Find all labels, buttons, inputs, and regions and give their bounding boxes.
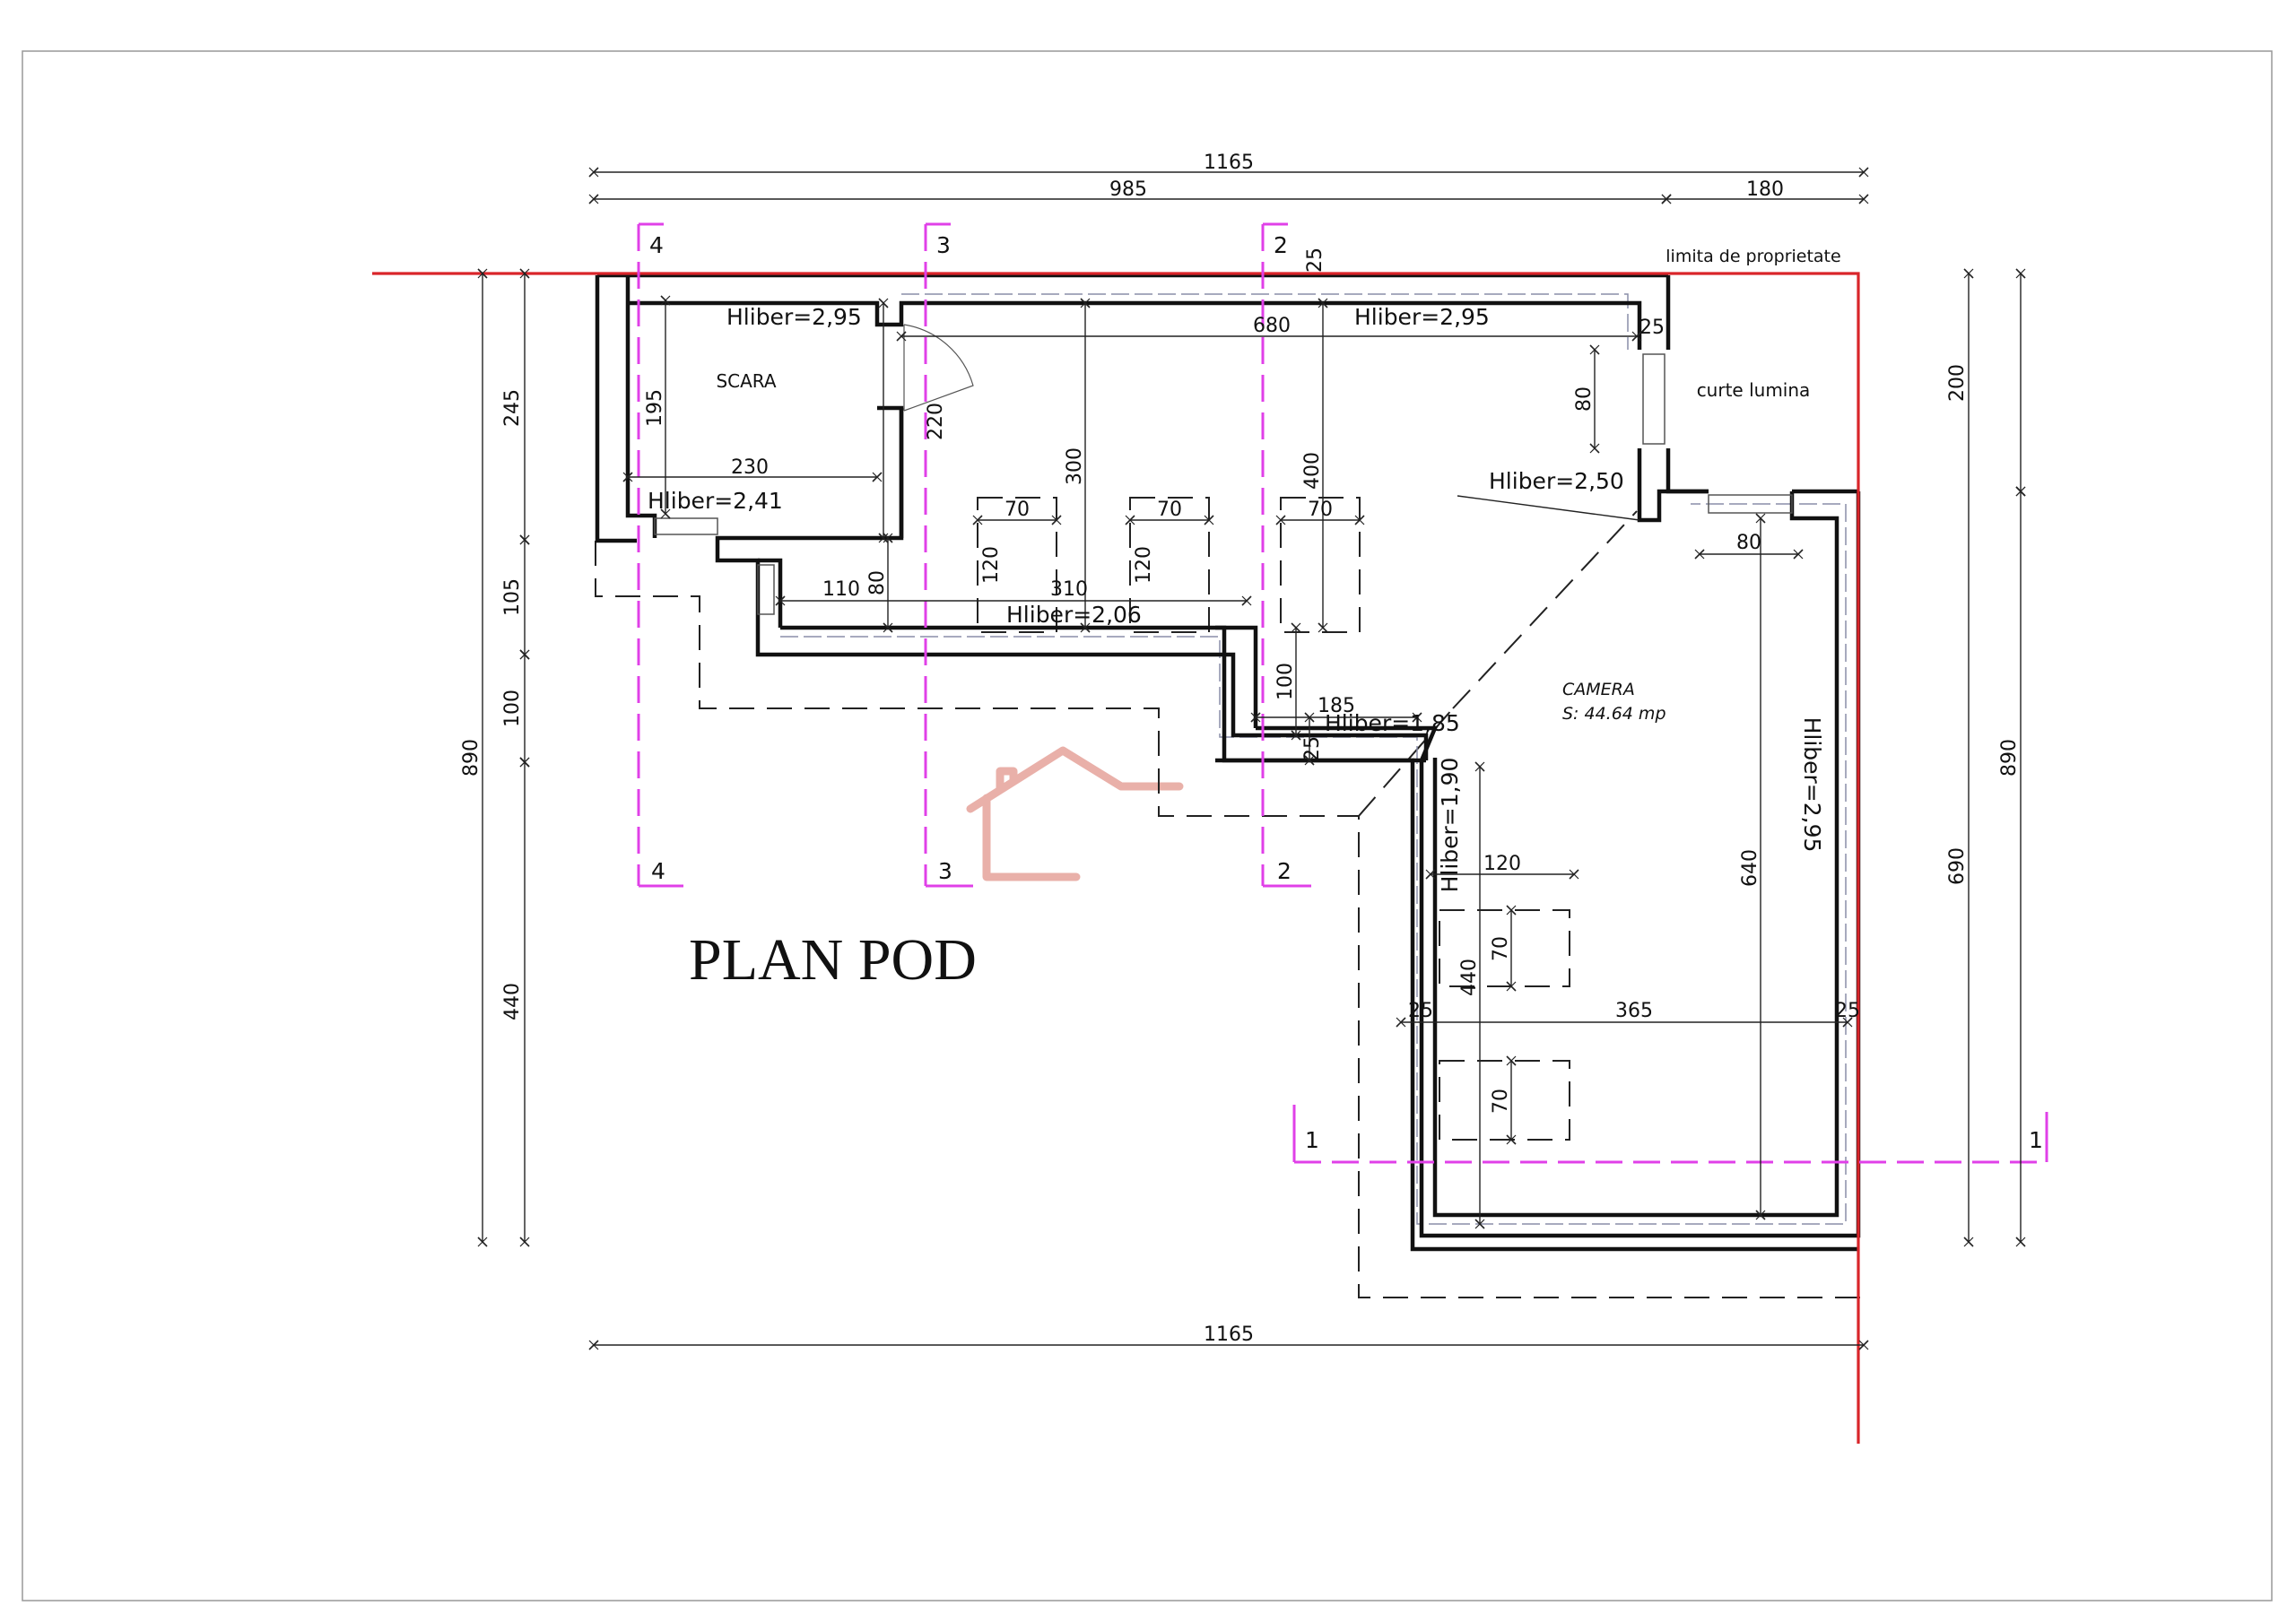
height-label: Hliber=1,90 (1437, 758, 1463, 893)
dim-inner: 640 (1739, 849, 1761, 887)
dim-inner: 70 (1308, 499, 1333, 521)
dim-left-b: 105 (501, 578, 524, 616)
dim-inner: 25 (1835, 1000, 1860, 1022)
section-marker: 2 (1277, 858, 1292, 884)
section-marker: 4 (649, 232, 664, 258)
dim-inner: 25 (1304, 247, 1326, 273)
dim-inner: 185 (1318, 695, 1355, 717)
property-limit-line (372, 272, 1860, 1444)
dim-top-b: 180 (1746, 178, 1784, 201)
dim-inner: 80 (1573, 386, 1596, 412)
dim-top-total: 1165 (1204, 152, 1254, 174)
dim-inner: 310 (1050, 578, 1088, 601)
drawing-title: PLAN POD (689, 927, 977, 993)
labels: 1165 985 180 1165 890 245 105 100 440 89… (460, 152, 2043, 1346)
dim-inner: 70 (1490, 1089, 1512, 1114)
room-lightwell-label: curte lumina (1697, 379, 1811, 401)
dim-inner: 110 (822, 578, 860, 601)
dim-bottom-total: 1165 (1204, 1324, 1254, 1346)
dim-inner: 400 (1301, 452, 1324, 490)
height-label: Hliber=2,41 (648, 488, 783, 514)
dim-right-b: 690 (1946, 847, 1969, 885)
dim-inner: 220 (925, 403, 947, 440)
height-label: Hliber=2,95 (726, 304, 862, 330)
height-label: Hliber=2,95 (1354, 304, 1490, 330)
dimension-lines (477, 167, 2026, 1350)
dim-inner: 70 (1157, 499, 1182, 521)
property-limit-label: limita de proprietate (1665, 247, 1840, 266)
room-stair-label: SCARA (716, 370, 776, 392)
section-marker: 3 (938, 858, 952, 884)
dim-inner: 25 (1639, 317, 1665, 339)
dim-right-a: 200 (1946, 364, 1969, 402)
walls (595, 273, 1861, 1252)
dim-inner: 120 (1483, 853, 1521, 875)
leader-line (1457, 495, 1640, 521)
dim-left-total: 890 (460, 739, 483, 777)
sheet-border (22, 50, 2273, 1601)
watermark-house-icon (966, 746, 1184, 881)
section-marker: 1 (2029, 1127, 2043, 1153)
windows (654, 353, 1793, 615)
door-swing (903, 324, 974, 412)
dim-inner: 120 (1133, 546, 1155, 584)
dim-inner: 300 (1064, 447, 1086, 485)
dim-inner: 80 (866, 570, 889, 595)
section-marker: 3 (936, 232, 951, 258)
section-marker: 2 (1274, 232, 1288, 258)
height-label: Hliber=2,95 (1799, 717, 1825, 853)
section-lines (637, 222, 2048, 1164)
dim-top-a: 985 (1109, 178, 1147, 201)
dim-left-c: 100 (501, 690, 524, 727)
dim-inner: 680 (1253, 315, 1291, 337)
dim-inner: 365 (1615, 1000, 1653, 1022)
dim-inner: 25 (1301, 736, 1324, 761)
height-label: Hliber=2,06 (1006, 602, 1142, 628)
dim-inner: 195 (644, 389, 666, 427)
section-marker: 4 (651, 858, 665, 884)
height-label: Hliber=2,50 (1489, 468, 1624, 494)
dim-inner: 100 (1274, 663, 1297, 700)
dim-inner: 120 (980, 546, 1003, 584)
dim-inner: 440 (1458, 959, 1481, 996)
dim-left-a: 245 (501, 389, 524, 427)
dim-right-total: 890 (1998, 739, 2021, 777)
height-label: Hliber=1,85 (1325, 710, 1460, 736)
lower-outline (595, 497, 1866, 1298)
dim-left-d: 440 (501, 983, 524, 1020)
dim-inner: 80 (1736, 532, 1761, 554)
dim-inner: 230 (731, 456, 769, 479)
room-area-label: S: 44.64 mp (1562, 704, 1666, 724)
room-name-label: CAMERA (1562, 680, 1635, 699)
dim-inner: 70 (1490, 936, 1512, 961)
section-marker: 1 (1305, 1127, 1319, 1153)
dim-inner: 70 (1004, 499, 1030, 521)
dim-inner: 25 (1408, 1000, 1433, 1022)
